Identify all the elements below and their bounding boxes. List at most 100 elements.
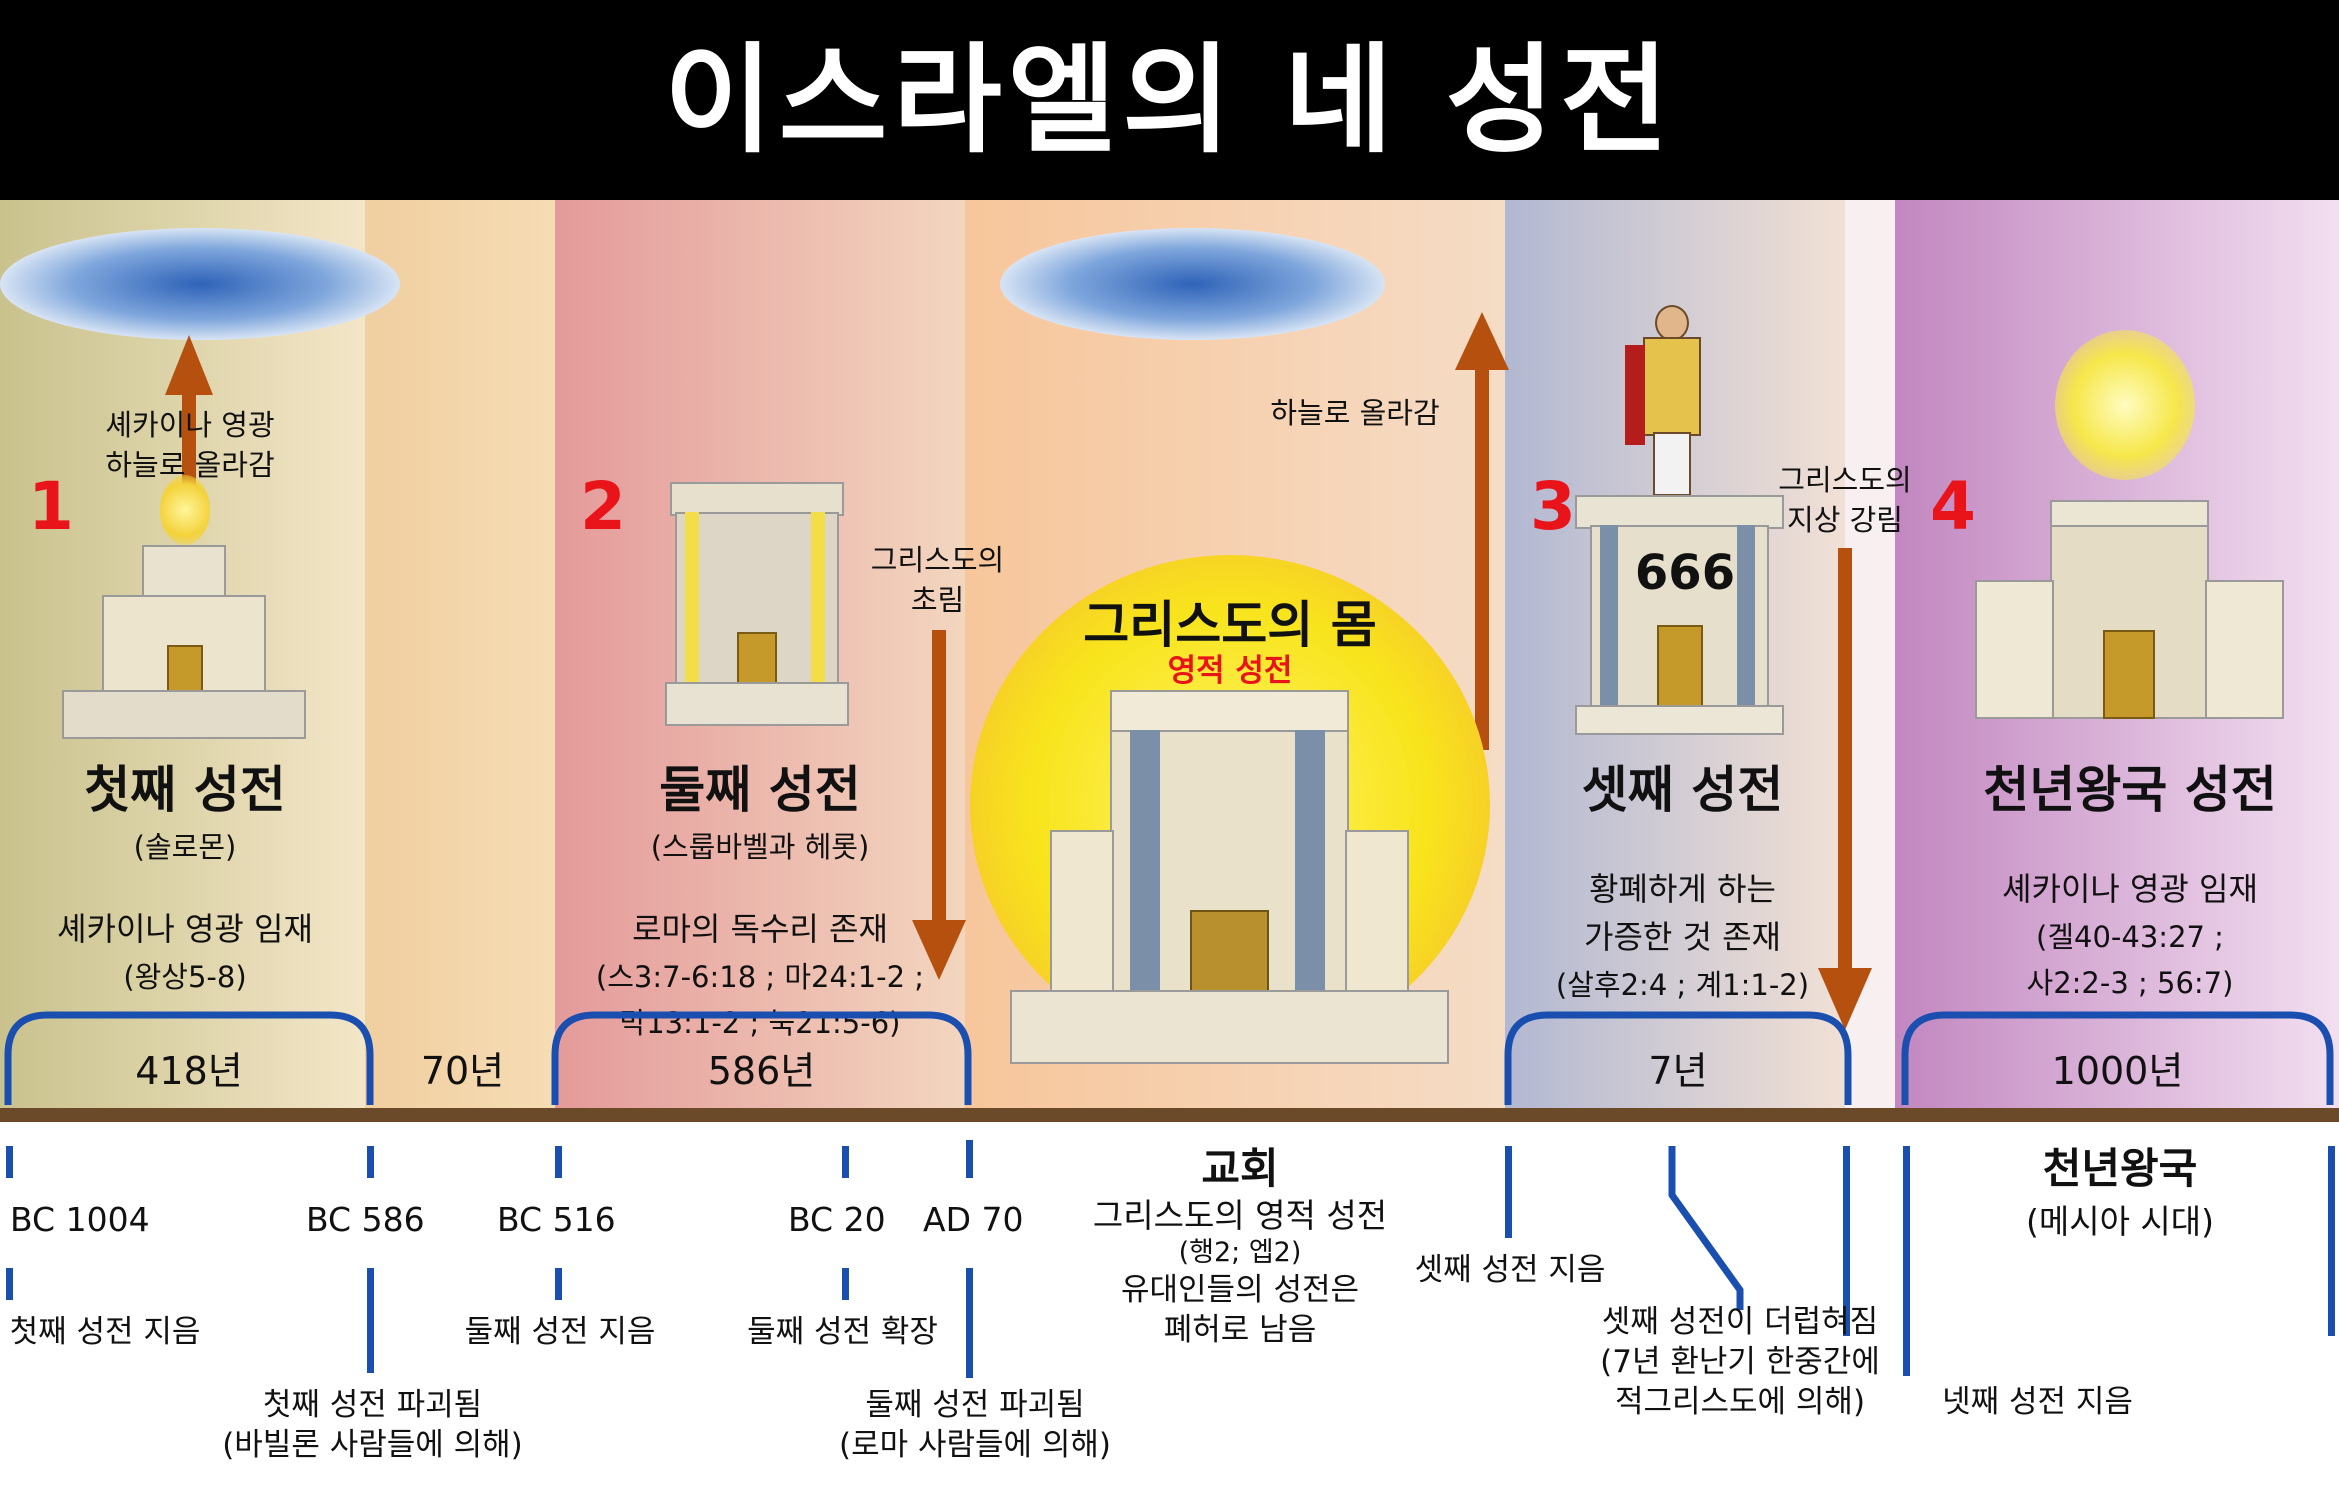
temple-3-note1: 황폐하게 하는 bbox=[1589, 870, 1776, 908]
event-third-temple-defiled-line3: 적그리스도에 의해) bbox=[1614, 1384, 1866, 1420]
tick-bc586-upper bbox=[367, 1146, 374, 1178]
timeline-ground bbox=[0, 1108, 2339, 1122]
shekinah-ascend-arrow-head bbox=[165, 335, 213, 395]
temple-2-pillar-right bbox=[811, 512, 825, 682]
temple-4-note: 셰카이나 영광 임재 bbox=[2002, 870, 2258, 908]
bracket-7 bbox=[1504, 1011, 1852, 1105]
first-coming-line2: 초림 bbox=[910, 583, 965, 617]
event-third-temple-defiled-line2: (7년 환난기 한중간에 bbox=[1600, 1344, 1880, 1380]
millennium-title: 천년왕국 bbox=[2042, 1144, 2198, 1193]
spiritual-temple-illustration bbox=[1010, 690, 1449, 1080]
church-line3: 유대인들의 성전은 bbox=[1120, 1272, 1359, 1308]
temple-3-illustration bbox=[1575, 495, 1784, 735]
temple-number-1: 1 bbox=[28, 468, 74, 545]
heaven-cloud-center bbox=[1000, 228, 1385, 340]
spiritual-temple-pillar-right bbox=[1295, 730, 1325, 990]
event-first-temple-destroyed-line1: 첫째 성전 파괴됨 bbox=[262, 1387, 483, 1423]
tick-bc1004-lower bbox=[6, 1268, 13, 1300]
spiritual-temple-wing-right bbox=[1345, 830, 1409, 994]
millennium-subtitle: (메시아 시대) bbox=[2025, 1202, 2215, 1241]
temple-2-ref1: (스3:7-6:18 ; 마24:1-2 ; bbox=[595, 960, 925, 994]
tick-bc516-upper bbox=[555, 1146, 562, 1178]
tick-tribulation-end bbox=[1843, 1146, 1850, 1336]
event-second-temple-destroyed-line1: 둘째 성전 파괴됨 bbox=[865, 1387, 1085, 1423]
tick-defilement bbox=[1668, 1146, 1744, 1310]
period-7: 7년 bbox=[1648, 1049, 1708, 1093]
antichrist-cape bbox=[1625, 345, 1645, 445]
temple-4-door bbox=[2103, 630, 2155, 719]
church-title: 교회 bbox=[1201, 1144, 1279, 1193]
tick-ad70-lower bbox=[966, 1268, 973, 1378]
temple-3-name: 셋째 성전 bbox=[1581, 761, 1784, 819]
temple-4-ref1: (겔40-43:27 ; bbox=[2036, 920, 2224, 954]
temple-1-base bbox=[62, 690, 306, 739]
event-second-temple-destroyed-line2: (로마 사람들에 의해) bbox=[838, 1427, 1112, 1463]
ascension-arrow-head bbox=[1455, 312, 1509, 370]
temple-3-ref: (살후2:4 ; 계1:1-2) bbox=[1555, 968, 1810, 1002]
event-third-temple-built: 셋째 성전 지음 bbox=[1414, 1252, 1606, 1288]
temple-4-wing-left bbox=[1975, 580, 2054, 719]
temple-4-illustration bbox=[1975, 500, 2284, 740]
temple-2-door bbox=[737, 632, 777, 686]
date-bc586: BC 586 bbox=[306, 1200, 425, 1239]
first-coming-label: 그리스도의 초림 bbox=[840, 540, 1035, 620]
shekinah-flame-1 bbox=[160, 475, 210, 545]
band-exile bbox=[365, 200, 555, 1108]
temple-1-name: 첫째 성전 bbox=[84, 761, 286, 819]
band-gap bbox=[1845, 200, 1895, 1108]
event-third-temple-defiled-line1: 셋째 성전이 더럽혀짐 bbox=[1601, 1304, 1879, 1340]
shekinah-glory-4 bbox=[2055, 330, 2195, 480]
temple-1-ref: (왕상5-8) bbox=[123, 960, 247, 994]
tick-bc20-upper bbox=[842, 1146, 849, 1178]
temple-3-text: 셋째 성전 황폐하게 하는 가증한 것 존재 (살후2:4 ; 계1:1-2) bbox=[1510, 750, 1855, 1004]
bracket-1000 bbox=[1901, 1011, 2334, 1105]
abomination-666-label: 666 bbox=[1634, 545, 1736, 601]
period-1000: 1000년 bbox=[2051, 1049, 2184, 1093]
second-coming-arrow-shaft bbox=[1838, 548, 1852, 978]
temple-2-illustration bbox=[665, 482, 849, 732]
church-line2: (행2; 엡2) bbox=[1178, 1237, 1302, 1268]
shekinah-ascend-line1: 셰카이나 영광 bbox=[105, 408, 275, 442]
tick-third-temple bbox=[1505, 1146, 1512, 1238]
second-coming-line2: 지상 강림 bbox=[1787, 503, 1903, 537]
spiritual-temple-steps bbox=[1010, 990, 1449, 1064]
title-bar bbox=[0, 0, 2339, 200]
temple-number-3: 3 bbox=[1530, 468, 1576, 545]
temple-2-steps bbox=[665, 682, 849, 726]
date-bc1004: BC 1004 bbox=[10, 1200, 150, 1239]
temple-2-pillar-left bbox=[685, 512, 699, 682]
period-586: 586년 bbox=[707, 1049, 816, 1093]
tick-bc516-lower bbox=[555, 1268, 562, 1300]
event-third-temple-defiled: 셋째 성전이 더럽혀짐 (7년 환난기 한중간에 적그리스도에 의해) bbox=[1560, 1302, 1920, 1422]
date-bc20: BC 20 bbox=[788, 1200, 886, 1239]
body-of-christ-title: 그리스도의 몸 bbox=[1083, 596, 1377, 654]
temple-4-name: 천년왕국 성전 bbox=[1983, 761, 2277, 819]
first-coming-arrow-shaft bbox=[932, 630, 946, 940]
church-block: 교회 그리스도의 영적 성전 (행2; 엡2) 유대인들의 성전은 폐허로 남음 bbox=[1040, 1135, 1440, 1350]
spiritual-temple-door bbox=[1190, 910, 1269, 994]
temple-3-note2: 가증한 것 존재 bbox=[1584, 918, 1781, 956]
temple-1-illustration bbox=[62, 545, 306, 740]
date-bc516: BC 516 bbox=[497, 1200, 616, 1239]
second-coming-arrow-head bbox=[1818, 968, 1872, 1030]
spiritual-temple-pillar-left bbox=[1130, 730, 1160, 990]
period-70: 70년 bbox=[420, 1049, 505, 1093]
antichrist-legs bbox=[1653, 432, 1691, 496]
tick-bc586-lower bbox=[367, 1268, 374, 1373]
temple-2-builder: (스룹바벨과 헤롯) bbox=[650, 830, 870, 864]
ascension-arrow-shaft bbox=[1475, 360, 1489, 750]
tick-ad70-upper bbox=[966, 1140, 973, 1178]
temple-number-4: 4 bbox=[1930, 468, 1976, 545]
tick-fourth-temple bbox=[1903, 1146, 1910, 1376]
page-title: 이스라엘의 네 성전 bbox=[664, 31, 1675, 169]
first-coming-line1: 그리스도의 bbox=[870, 543, 1005, 577]
event-first-temple-built: 첫째 성전 지음 bbox=[9, 1314, 201, 1350]
bracket-418 bbox=[4, 1011, 374, 1105]
spiritual-temple-wing-left bbox=[1050, 830, 1114, 994]
heaven-cloud-left bbox=[0, 228, 400, 340]
shekinah-ascend-line2: 하늘로 올라감 bbox=[105, 448, 275, 482]
temple-1-text: 첫째 성전 (솔로몬) 셰카이나 영광 임재 (왕상5-8) bbox=[0, 750, 370, 996]
temple-4-roof bbox=[2050, 500, 2209, 529]
tick-millennium-end bbox=[2328, 1146, 2335, 1336]
